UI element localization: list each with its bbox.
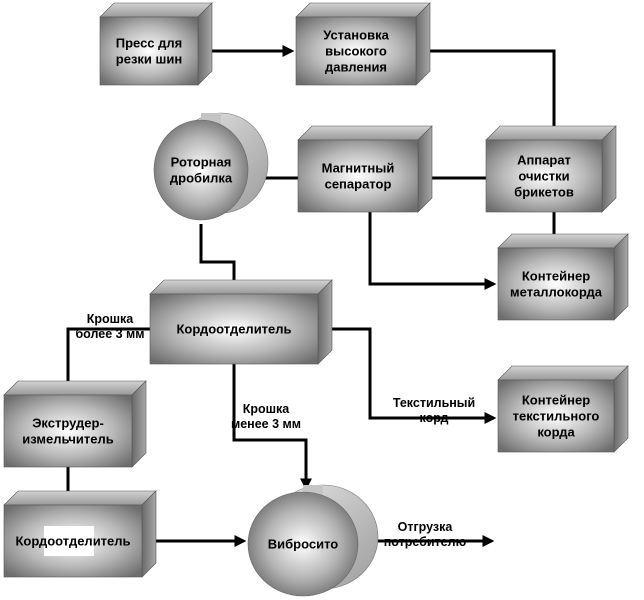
node-high-pressure-label-line-1: Установка — [323, 28, 389, 43]
box-side-face — [197, 2, 213, 86]
box-side-face — [417, 125, 433, 213]
node-press-label-line-1: Пресс для — [116, 36, 183, 51]
label-highlight — [44, 526, 94, 556]
connectors — [62, 45, 560, 547]
box-top-face — [99, 2, 213, 18]
node-metal-cord-container-label-line-1: Контейнер — [522, 269, 590, 284]
node-rotary-crusher-label-line-1: Роторная — [171, 155, 232, 170]
cylinder-front — [247, 491, 359, 597]
box-front-face — [297, 139, 419, 213]
node-extruder-grinder[interactable]: Экструдер-измельчитель — [3, 380, 147, 468]
box-front-face — [149, 293, 319, 365]
box-top-face — [3, 380, 147, 396]
cylinder-front — [153, 119, 249, 221]
box-front-face — [99, 16, 199, 86]
box-side-face — [415, 2, 431, 86]
node-briquette-cleaner-label-line-2: очистки — [518, 169, 569, 184]
node-briquette-cleaner-label-line-1: Аппарат — [517, 153, 571, 168]
node-metal-cord-container-label-line-2: металлокорда — [510, 285, 603, 300]
arrow-cord-separator-to-sieve — [232, 364, 312, 491]
node-magnetic-separator-label-line-1: Магнитный — [322, 161, 395, 176]
node-briquette-cleaner-label-line-3: брикетов — [514, 185, 574, 200]
node-textile-cord-container-label-line-1: Контейнер — [522, 393, 590, 408]
node-textile-cord-container-label-line-2: текстильного — [513, 409, 600, 424]
flow-label-shipment-line-1: Отгрузка — [398, 520, 454, 534]
box-front-face — [485, 139, 603, 213]
flow-label-crumb-under-3mm-line-1: Крошка — [243, 402, 291, 416]
node-cord-separator-1[interactable]: Кордоотделитель — [149, 279, 333, 365]
node-vibrating-sieve[interactable]: Вибросито — [247, 484, 379, 597]
box-side-face — [601, 125, 617, 213]
box-top-face — [149, 279, 333, 295]
node-magnetic-separator-label-line-2: сепаратор — [325, 177, 392, 192]
box-top-face — [295, 2, 431, 18]
node-rotary-crusher-label-line-2: дробилка — [170, 171, 233, 186]
box-top-face — [485, 125, 617, 141]
flow-label-crumb-under-3mm-line-2: менее 3 мм — [231, 417, 301, 431]
node-high-pressure-label-line-3: давления — [325, 60, 387, 75]
box-front-face — [497, 379, 615, 453]
node-vibrating-sieve-label-line-1: Вибросито — [268, 537, 339, 552]
arrow-magnetic-to-metal-container — [368, 212, 497, 290]
node-cord-separator-1-label-line-1: Кордоотделитель — [176, 322, 291, 337]
box-top-face — [497, 233, 629, 249]
arrow-cord-separator-to-extruder — [62, 327, 150, 394]
node-extruder-grinder-label-line-2: измельчитель — [22, 432, 113, 447]
node-high-pressure-label-line-2: высокого — [325, 44, 387, 59]
box-top-face — [497, 365, 629, 381]
flow-label-textile-cord-line-2: корд — [420, 411, 449, 425]
node-press-label-line-2: резки шин — [116, 52, 182, 67]
flow-label-shipment-line-2: потребителю — [384, 535, 467, 549]
node-cord-separator-2-label-line-1: Кордоотделитель — [15, 534, 130, 549]
box-side-face — [131, 380, 147, 468]
arrow-crusher-to-cord-separator — [199, 224, 240, 293]
box-front-face — [295, 16, 417, 86]
node-extruder-grinder-label-line-1: Экструдер- — [32, 416, 104, 431]
box-side-face — [141, 490, 157, 578]
node-textile-cord-container-label-line-3: корда — [537, 425, 575, 440]
arrow-cord-separator-to-textile — [318, 327, 497, 424]
flow-label-crumb-over-3mm-line-1: Крошка — [87, 312, 135, 326]
box-side-face — [317, 279, 333, 365]
box-top-face — [297, 125, 433, 141]
flow-label-textile-cord-line-1: Текстильный — [393, 396, 475, 410]
flow-label-crumb-over-3mm-line-2: более 3 мм — [75, 327, 144, 341]
arrow-high-pressure-to-cleaner — [430, 49, 560, 139]
box-top-face — [3, 490, 157, 506]
node-cord-separator-2[interactable]: Кордоотделитель — [3, 490, 157, 578]
box-side-face — [613, 365, 629, 453]
box-front-face — [3, 394, 133, 468]
box-side-face — [613, 233, 629, 321]
box-front-face — [497, 247, 615, 321]
